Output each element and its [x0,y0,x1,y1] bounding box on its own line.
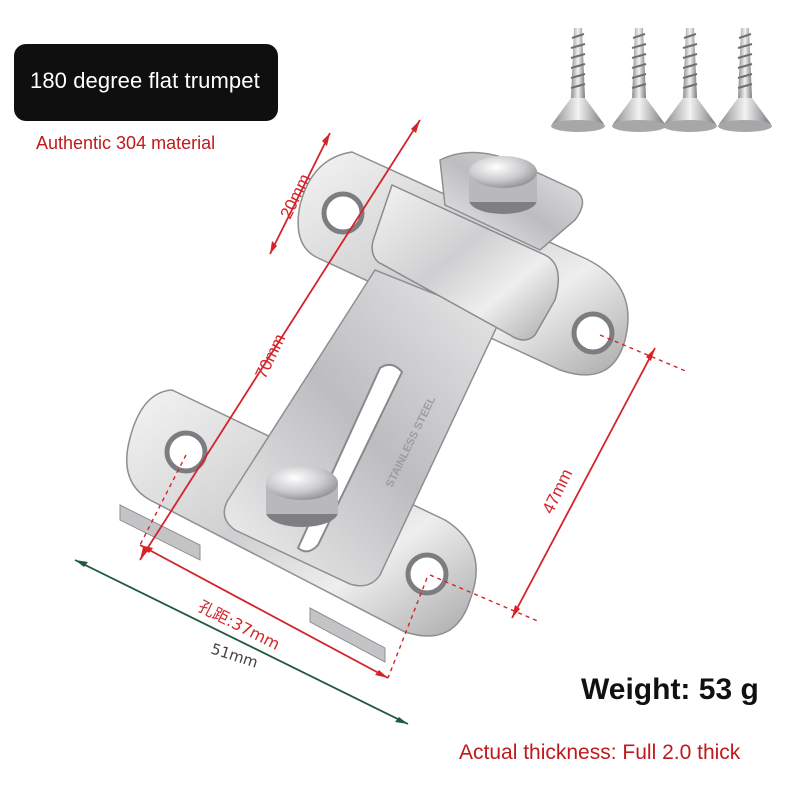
dimension-line-51mm [74,559,409,725]
weight-spec: Weight: 53 g [581,673,759,706]
dimension-line-47mm [511,347,656,619]
bottom-knob [266,466,338,527]
door-latch: STAINLESS STEEL [119,151,629,663]
screw-icon [551,28,605,132]
material-subtitle: Authentic 304 material [36,133,216,153]
dimension-line-20mm [269,132,331,255]
dimension-line-hole-spacing [139,544,389,679]
dimension-label-70mm: 70mm [252,331,290,382]
screw-icon [718,28,772,132]
top-knob [469,156,537,214]
screws-group [551,28,772,132]
title-badge: 180 degree flat trumpet [14,44,278,121]
hinge-cap [371,183,560,341]
dimension-label-51mm: 51mm [209,640,261,672]
screw-icon [663,28,717,132]
page-title: 180 degree flat trumpet [30,68,260,93]
thickness-spec: Actual thickness: Full 2.0 thick [459,741,741,764]
screw-icon [612,28,666,132]
dimension-line-70mm [139,119,421,561]
